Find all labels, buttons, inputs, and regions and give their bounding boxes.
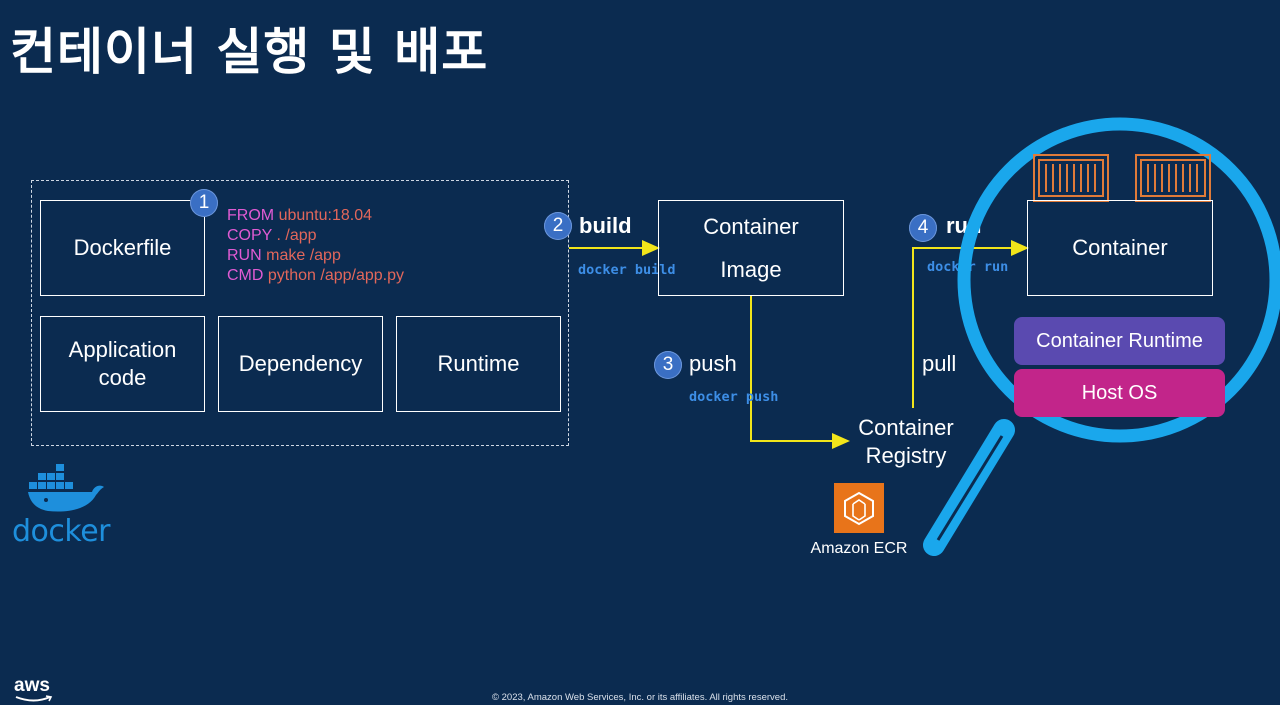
code-line-from: FROM ubuntu:18.04 [227,207,372,224]
step-2-badge: 2 [544,212,572,240]
dockerfile-box: Dockerfile [40,200,205,296]
build-label: build [579,213,632,238]
docker-build-command: docker build [578,262,676,278]
dockerfile-label: Dockerfile [73,235,172,260]
amazon-ecr-label: Amazon ECR [810,540,908,557]
aws-smile-icon [15,695,53,702]
step-4-badge: 4 [909,214,937,242]
aws-logo: aws [14,676,54,703]
dependency-box: Dependency [218,316,383,412]
pull-run-arrow [912,240,1029,408]
dockerfile-code: FROM ubuntu:18.04 COPY . /app RUN make /… [227,206,404,286]
container-image-label-2: Image [720,257,782,282]
copyright-footer: © 2023, Amazon Web Services, Inc. or its… [491,692,788,703]
code-line-copy: COPY . /app [227,227,317,244]
container-stack-icon-2 [1135,154,1211,202]
application-code-box: Application code [40,316,205,412]
dependency-label: Dependency [238,351,363,376]
aws-logo-text: aws [14,675,50,696]
code-line-run: RUN make /app [227,247,341,264]
host-os-pill: Host OS [1014,369,1225,417]
docker-push-command: docker push [689,389,779,405]
container-box: Container [1027,200,1213,296]
runtime-label: Runtime [437,351,520,376]
step-1-badge: 1 [190,189,218,217]
application-code-label-2: code [98,365,147,390]
container-registry-label: Container Registry [858,415,954,468]
application-code-label-1: Application [68,337,177,362]
container-image-label-1: Container [703,214,799,239]
container-label: Container [1072,235,1168,260]
step-3-badge: 3 [654,351,682,379]
push-label: push [689,351,737,376]
dockerfile-group [31,180,569,446]
container-stack-icon-1 [1033,154,1109,202]
pull-label: pull [922,351,957,376]
amazon-ecr-icon [834,483,884,533]
runtime-box: Runtime [396,316,561,412]
docker-whale-icon [28,464,104,512]
ecr-cube-icon [844,491,874,526]
code-line-cmd: CMD python /app/app.py [227,267,404,284]
container-runtime-pill: Container Runtime [1014,317,1225,365]
container-image-box: Container Image [658,200,844,296]
push-arrow [750,296,850,449]
page-title: 컨테이너 실행 및 배포 [10,23,489,81]
docker-logo-text: docker [12,514,111,549]
